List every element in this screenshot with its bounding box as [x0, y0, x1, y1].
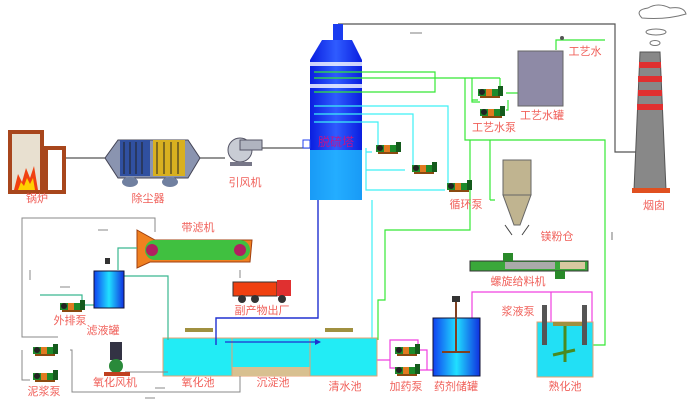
label-chimney: 烟囱 [643, 199, 665, 212]
label-discharge-pump: 外排泵 [53, 314, 87, 327]
process-water-pump-1 [478, 86, 503, 98]
mud-pump-2 [33, 370, 58, 382]
label-dosing-pump: 加药泵 [389, 380, 423, 393]
filtrate-tank [93, 258, 125, 309]
mud-pump-1 [33, 344, 58, 356]
label-mg-silo: 镁粉仓 [540, 230, 574, 243]
process-water-pump-2 [480, 106, 505, 118]
oxidation-fan [104, 342, 130, 376]
label-ripening-tank: 熟化池 [548, 380, 582, 393]
mg-silo [502, 159, 532, 236]
flue-gas-line [65, 23, 640, 240]
return-lines [21, 217, 241, 399]
dosing-pump-2 [395, 364, 420, 376]
discharge-pump [60, 300, 85, 312]
screw-feeder [469, 253, 589, 279]
label-screw-feeder: 螺旋给料机 [490, 275, 546, 288]
circulation-pump-1 [376, 142, 401, 154]
label-clear-water-pool: 清水池 [328, 380, 362, 393]
circulation-pump-2 [412, 162, 437, 174]
dust-collector [104, 139, 201, 187]
ripening-tank [536, 305, 594, 378]
label-oxidation-fan: 氧化风机 [93, 376, 137, 389]
process-water-lines [314, 39, 606, 346]
label-byproduct: 副产物出厂 [234, 304, 290, 317]
circulation-lines [314, 105, 449, 340]
label-boiler: 锅炉 [26, 192, 48, 205]
label-sedimentation-pool: 沉淀池 [256, 376, 290, 389]
label-process-water-tank: 工艺水罐 [520, 109, 564, 122]
desulfurization-tower [302, 24, 362, 200]
belt-filter [136, 229, 253, 269]
pools [162, 328, 378, 377]
truck [232, 280, 291, 303]
label-induced-fan: 引风机 [228, 176, 262, 189]
label-oxidation-pool: 氧化池 [181, 376, 215, 389]
label-tower: 脱硫塔 [317, 135, 355, 149]
label-process-water: 工艺水 [568, 45, 602, 58]
label-circulation-pump: 循环泵 [449, 198, 483, 211]
label-belt-filter: 带滤机 [181, 221, 215, 234]
agent-tank [432, 296, 481, 377]
label-agent-tank: 药剂储罐 [434, 380, 478, 393]
tower-drain-line [215, 200, 319, 345]
label-process-water-pump: 工艺水泵 [472, 121, 516, 134]
boiler [8, 130, 66, 194]
circulation-pump-3 [447, 180, 472, 192]
induced-fan [227, 137, 263, 166]
label-dust-collector: 除尘器 [131, 192, 165, 205]
label-slurry-pump: 浆液泵 [501, 305, 535, 318]
dosing-pump-1 [395, 344, 420, 356]
chimney [632, 4, 687, 193]
label-mud-pump: 泥浆泵 [27, 385, 61, 398]
process-water-tank [517, 36, 564, 107]
label-filtrate-tank: 滤液罐 [86, 324, 120, 337]
